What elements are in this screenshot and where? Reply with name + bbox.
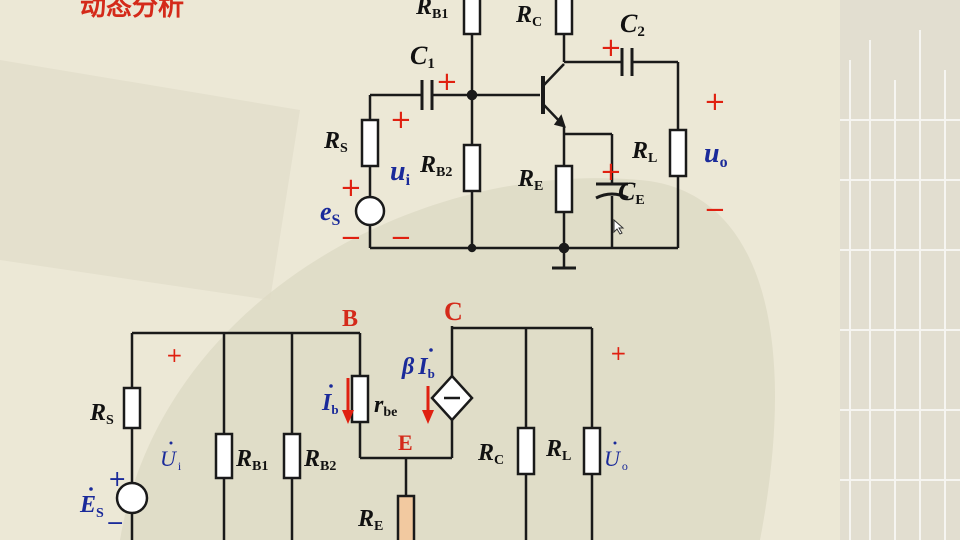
es-minus: − bbox=[340, 223, 362, 253]
label-ce: CE bbox=[618, 177, 645, 208]
c1-plus: + bbox=[436, 67, 458, 97]
rb1-resistor-ac bbox=[214, 432, 234, 480]
bottom-circuit bbox=[115, 326, 602, 540]
label-rs: RS bbox=[323, 128, 348, 156]
node-c-label: C bbox=[444, 297, 463, 326]
uo-ac-plus: + bbox=[610, 341, 627, 365]
node-b-label: B bbox=[342, 306, 358, 332]
label-rl: RL bbox=[631, 138, 657, 166]
rl-resistor-ac bbox=[582, 426, 602, 476]
rs-resistor-ac bbox=[122, 386, 142, 430]
rb2-resistor-ac bbox=[282, 432, 302, 480]
uo-minus: − bbox=[704, 195, 726, 225]
top-circuit bbox=[354, 0, 688, 270]
rc-resistor bbox=[554, 0, 574, 36]
mouse-cursor bbox=[613, 218, 625, 235]
label-rc-ac: RC bbox=[477, 440, 504, 468]
current-arrows bbox=[342, 378, 434, 424]
ce-plate-bottom bbox=[595, 192, 629, 200]
rs-resistor bbox=[360, 118, 380, 168]
label-rl-ac: RL bbox=[545, 436, 571, 464]
emitter-arrow bbox=[553, 114, 566, 128]
rbe-resistor bbox=[350, 374, 370, 424]
rc-resistor-ac bbox=[516, 426, 536, 476]
label-ib: Ib bbox=[321, 390, 339, 417]
label-c1: C1 bbox=[410, 41, 435, 72]
label-ui: ui bbox=[390, 156, 411, 189]
phasor-dots bbox=[89, 348, 617, 491]
re-resistor bbox=[554, 164, 574, 214]
label-rb2-ac: RB2 bbox=[303, 446, 336, 474]
label-rb1: RB1 bbox=[415, 0, 448, 22]
label-re-ac: RE bbox=[357, 506, 383, 534]
label-rb1-ac: RB1 bbox=[235, 446, 268, 474]
rl-resistor bbox=[668, 128, 688, 178]
label-rbe: rbe bbox=[374, 392, 397, 420]
c2-plus: + bbox=[600, 33, 622, 63]
es-plus: + bbox=[340, 173, 362, 203]
node-e-label: E bbox=[398, 430, 413, 455]
label-uo: uo bbox=[704, 138, 728, 171]
es-ac-plus: + bbox=[108, 467, 126, 492]
rb2-resistor bbox=[462, 143, 482, 193]
section-title-partial: 动态分析 bbox=[80, 0, 185, 22]
ui-ac-plus: + bbox=[166, 343, 183, 367]
label-es-ac: ES bbox=[79, 492, 104, 521]
ui-minus: − bbox=[390, 223, 412, 253]
label-es: eS bbox=[320, 197, 341, 229]
rb1-resistor bbox=[462, 0, 482, 36]
label-rb2: RB2 bbox=[419, 152, 452, 180]
label-re: RE bbox=[517, 166, 543, 194]
label-c2: C2 bbox=[620, 9, 645, 40]
es-ac-minus: − bbox=[106, 511, 124, 536]
label-rc: RC bbox=[515, 2, 542, 30]
ui-plus: + bbox=[390, 105, 412, 135]
label-rs-ac: RS bbox=[89, 400, 114, 428]
re-resistor-ac bbox=[396, 494, 416, 540]
uo-plus: + bbox=[704, 87, 726, 117]
ce-plus: + bbox=[600, 157, 622, 187]
